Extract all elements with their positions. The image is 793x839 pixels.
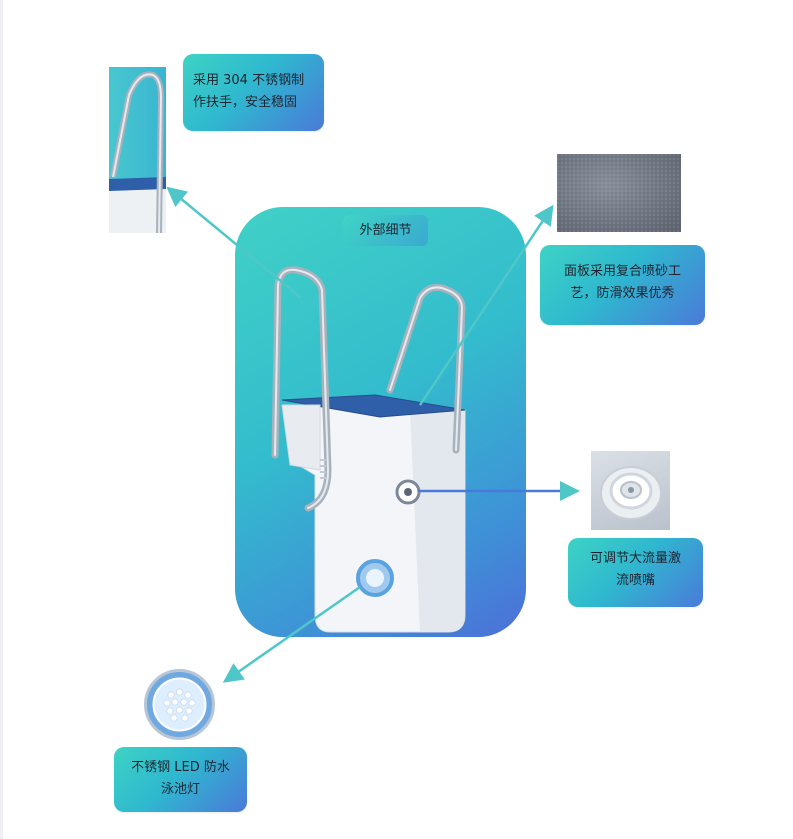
handrail-right-highlight (389, 286, 464, 451)
callout-handrail: 采用 304 不锈钢制 作扶手，安全稳固 (183, 54, 324, 131)
arrow-handrail (166, 186, 301, 298)
arrow-panel (418, 204, 554, 406)
jet-nozzle-thumbnail (591, 451, 670, 530)
led-pool-light-thumbnail (143, 668, 216, 741)
main-title: 外部细节 (343, 215, 428, 246)
callout-nozzle-line2: 流喷嘴 (615, 573, 655, 588)
callout-nozzle: 可调节大流量激 流喷嘴 (568, 538, 703, 607)
callout-handrail-line1: 采用 304 不锈钢制 (193, 73, 305, 88)
callout-panel-line1: 面板采用复合喷砂工 (563, 264, 681, 279)
callout-panel: 面板采用复合喷砂工 艺，防滑效果优秀 (540, 245, 705, 325)
sandblast-texture-thumbnail (557, 154, 681, 232)
callout-panel-line2: 艺，防滑效果优秀 (570, 286, 675, 301)
handrail-thumbnail (109, 67, 166, 233)
pool-filter-unit-illustration (271, 266, 466, 633)
side-panel-shading (410, 410, 465, 632)
page-edge (0, 0, 3, 839)
callout-light-line1: 不锈钢 LED 防水 (131, 760, 230, 775)
arrow-light (222, 585, 361, 683)
callout-nozzle-line1: 可调节大流量激 (589, 551, 681, 566)
callout-light: 不锈钢 LED 防水 泳池灯 (114, 747, 247, 812)
step-recess (281, 404, 321, 471)
vent-grille (320, 459, 326, 479)
callout-handrail-line2: 作扶手，安全稳固 (193, 95, 298, 110)
handrail-left-highlight (274, 268, 330, 509)
callout-light-line2: 泳池灯 (160, 782, 200, 797)
